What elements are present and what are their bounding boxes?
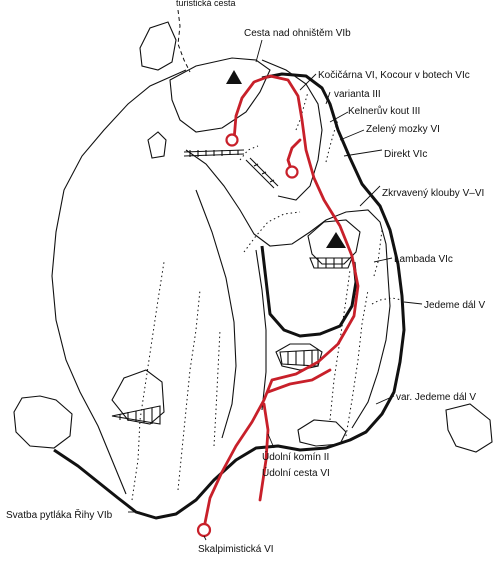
label-zeleny-mozky: Zelený mozky VI (366, 124, 440, 135)
ladder-chain (183, 149, 279, 189)
label-skalpimisticka: Skalpimistická VI (198, 544, 274, 555)
triangle-summit-icon (326, 232, 346, 248)
label-cesta-nad-ohnistem: Cesta nad ohništěm VIb (244, 28, 351, 39)
label-lambada: Lambada VIc (394, 254, 453, 265)
red-route-main (202, 74, 360, 530)
label-turisticka-cesta: turistická cesta (176, 0, 236, 8)
face-mid-block (307, 219, 361, 265)
massif-left-edge (51, 69, 187, 495)
face-right-boulder (445, 403, 493, 453)
label-kelneruv-kout: Kelnerův kout III (348, 105, 420, 117)
face-lower-left (111, 369, 165, 425)
boulder-left-small (147, 131, 167, 159)
highlighted-routes (196, 74, 360, 538)
label-udolni-komin: Údolní komín II (262, 450, 329, 463)
face-inner-gully (195, 189, 237, 439)
rock-outline (13, 21, 493, 520)
circle-ring-icon (285, 165, 299, 179)
face-bottom-block (297, 419, 347, 447)
red-route-lower-branch-2 (266, 368, 332, 394)
face-central (185, 149, 391, 429)
red-route-lower-branch (258, 402, 270, 502)
label-direkt: Direkt VIc (384, 149, 427, 160)
label-varianta: varianta III (334, 89, 381, 100)
massif-thick-outline (53, 72, 406, 520)
route-labels: turistická cesta Cesta nad ohništěm VIb … (6, 0, 485, 555)
label-jedeme-dal: Jedeme dál V (424, 300, 485, 311)
overhang-hatch (111, 257, 353, 425)
tourist-path (177, 9, 191, 73)
label-leaders (128, 39, 423, 541)
boulder-bottom-left (13, 395, 73, 449)
label-kocicarna: Kočičárna VI, Kocour v botech VIc (318, 70, 470, 81)
inner-thick-outline (260, 245, 358, 338)
label-svatba: Svatba pytláka Řihy VIb (6, 508, 113, 521)
label-zkrvaveny-klouby: Zkrvavený klouby V–VI (382, 188, 484, 199)
circle-ring-icon (196, 522, 212, 538)
label-udolni-cesta: Údolní cesta VI (262, 466, 330, 479)
face-summit-block (169, 57, 271, 133)
triangle-summit-icon (226, 70, 242, 84)
circle-ring-icon (225, 133, 239, 147)
boulder-top-left (139, 21, 177, 71)
face-inner-gully-2 (255, 249, 267, 411)
label-var-jedeme-dal: var. Jedeme dál V (396, 392, 476, 403)
